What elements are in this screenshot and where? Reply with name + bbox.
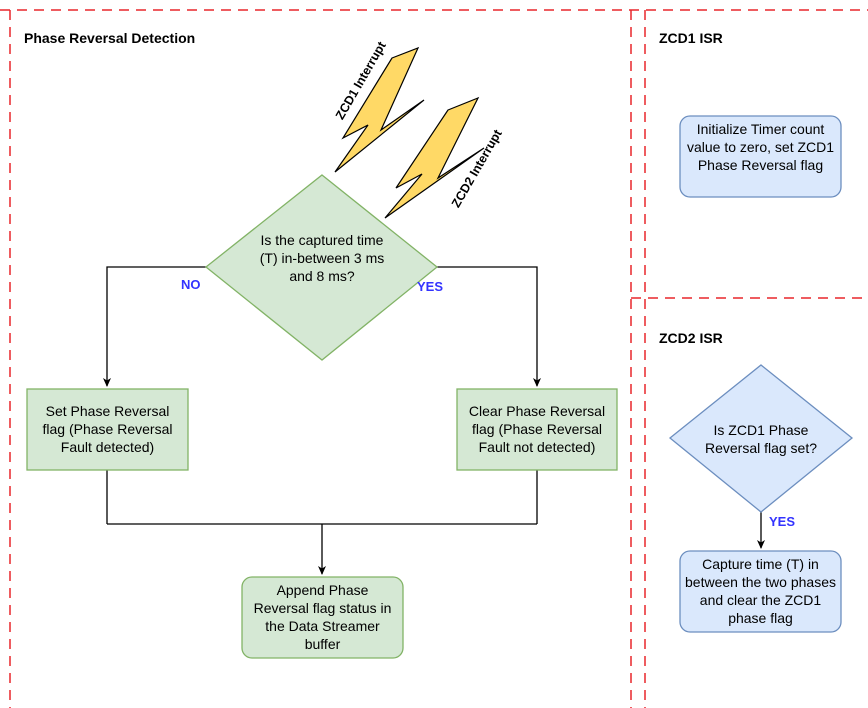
panel-borders	[0, 9, 868, 708]
zcd1-panel-title: ZCD1 ISR	[659, 30, 723, 46]
zcd2-decision-text: Is ZCD1 Phase Reversal flag set?	[704, 422, 818, 456]
flow-connectors	[103, 266, 765, 575]
zcd2-action-box	[679, 550, 842, 633]
yes-branch-connector	[437, 266, 541, 387]
zcd1-action-text: Initialize Timer count value to zero, se…	[686, 121, 835, 173]
main-panel-title: Phase Reversal Detection	[24, 30, 196, 46]
captured-time-decision	[204, 174, 439, 361]
no-branch-label: NO	[181, 277, 201, 292]
clear-flag-text: Clear Phase Reversal flag (Phase Reversa…	[468, 403, 606, 455]
zcd2-interrupt-bolt-icon	[384, 96, 485, 219]
captured-time-decision-text: Is the captured time (T) in-between 3 ms…	[259, 232, 385, 284]
set-flag-box	[26, 388, 189, 471]
zcd2-panel-title: ZCD2 ISR	[659, 330, 723, 346]
no-branch-connector	[103, 266, 206, 387]
zcd1-interrupt-bolt-icon	[334, 46, 425, 173]
zcd2-decision	[668, 364, 854, 513]
yes-branch-label: YES	[417, 279, 444, 294]
append-text: Append Phase Reversal flag status in the…	[253, 582, 392, 652]
zcd1-action-box	[679, 115, 842, 198]
clear-flag-box	[456, 388, 618, 471]
zcd2-yes-label: YES	[769, 514, 796, 529]
append-box	[241, 576, 404, 659]
set-flag-text: Set Phase Reversal flag (Phase Reversal …	[42, 403, 173, 455]
zcd2-action-text: Capture time (T) in between the two phas…	[685, 556, 836, 626]
